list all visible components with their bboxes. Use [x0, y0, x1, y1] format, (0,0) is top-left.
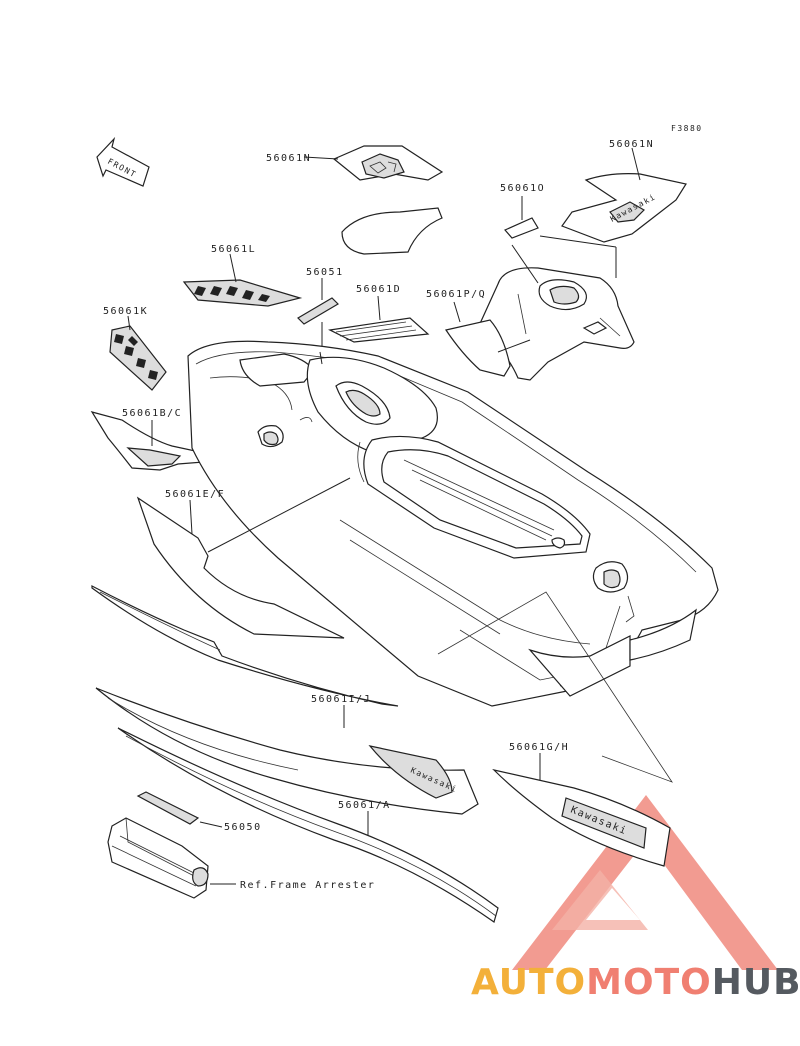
decal-56061D	[328, 317, 430, 343]
decal-area-56061GH-outline	[437, 591, 674, 783]
label-56061N-top: 56061N	[266, 153, 311, 164]
watermark-triangle-logo	[512, 795, 778, 970]
decal-56050	[136, 791, 200, 825]
figure-code: F3880	[671, 124, 703, 133]
watermark-text: AUTOMOTOHUB	[471, 962, 800, 1003]
label-56050: 56050	[224, 822, 262, 833]
label-56061EF: 56061E/F	[165, 489, 225, 500]
frame-arrester-part	[107, 817, 209, 899]
label-56051: 56051	[306, 267, 344, 278]
decal-56061GH-kawasaki: Kawasaki	[492, 768, 671, 867]
label-ref-frame-arrester: Ref.Frame Arrester	[240, 880, 375, 891]
watermark-moto: MOTO	[586, 962, 712, 1003]
label-56061D: 56061D	[356, 284, 401, 295]
label-56061A: 56061/A	[338, 800, 391, 811]
hood-cover-part	[477, 267, 635, 381]
watermark-hub: HUB	[711, 962, 800, 1003]
decal-56061O	[504, 217, 539, 239]
label-56061L: 56061L	[211, 244, 256, 255]
label-56061K: 56061K	[103, 306, 148, 317]
decal-56061N-upper	[332, 145, 444, 255]
label-56061BC: 56061B/C	[122, 408, 182, 419]
decal-56061EF	[136, 496, 345, 639]
decal-56061PQ	[445, 319, 511, 377]
decal-56061K-checkered	[109, 325, 167, 391]
decal-56061A	[117, 727, 499, 923]
decal-56061N-right: Kawasaki	[561, 173, 687, 243]
watercraft-hull-part	[187, 340, 719, 707]
label-56061O: 56061O	[500, 183, 545, 194]
label-56061GH: 56061G/H	[509, 742, 569, 753]
decal-56061BC	[90, 411, 205, 471]
decal-56061IJ: Kawasaki	[95, 687, 479, 815]
watermark-auto: AUTO	[471, 962, 587, 1003]
decal-56061L-checkered	[182, 279, 303, 307]
label-56061PQ: 56061P/Q	[426, 289, 486, 300]
decal-long-stripe	[91, 585, 399, 707]
label-56061IJ: 56061I/J	[311, 694, 371, 705]
label-56061N-right: 56061N	[609, 139, 654, 150]
decal-56051	[297, 297, 339, 325]
front-arrow-icon: FRONT	[96, 136, 150, 187]
